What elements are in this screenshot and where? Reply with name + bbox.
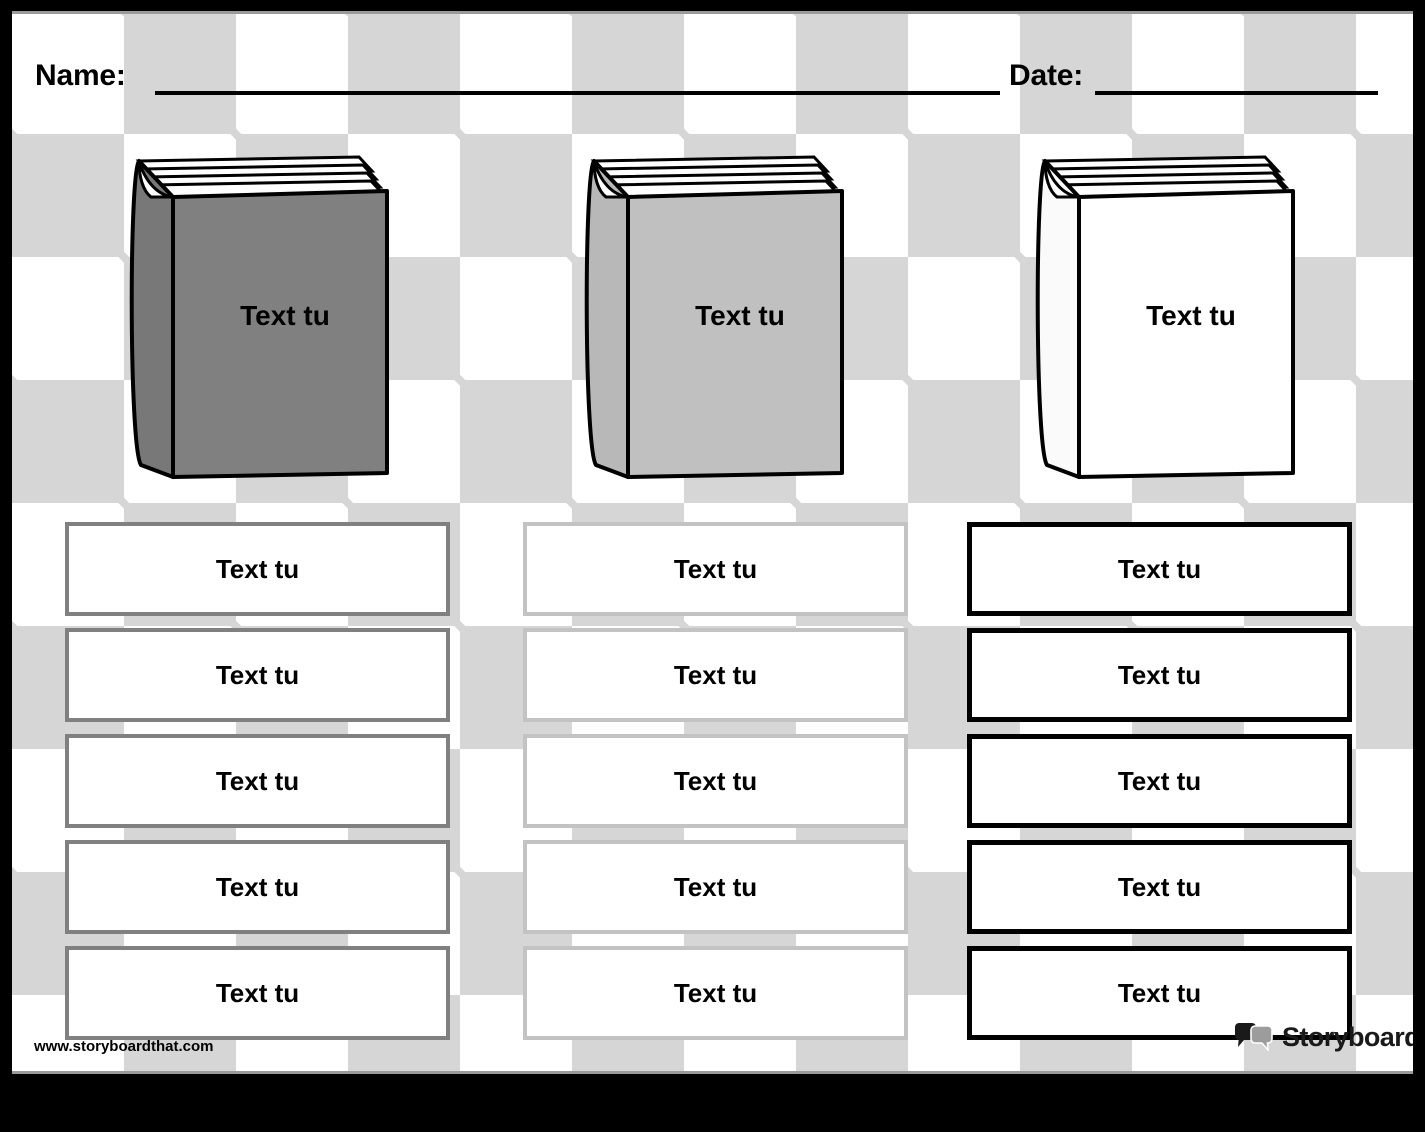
text-box[interactable]: Text tu [523,946,908,1040]
text-box[interactable]: Text tu [967,628,1352,722]
logo-word-storyboard: Storyboard [1282,1021,1413,1052]
book-icon [1035,155,1295,479]
storyboardthat-logo[interactable]: StoryboardThat [1234,1019,1413,1055]
date-label: Date: [1009,59,1084,92]
text-box[interactable]: Text tu [65,734,450,828]
name-label: Name: [35,59,126,92]
name-write-line[interactable] [155,91,1000,95]
date-write-line[interactable] [1095,91,1378,95]
text-box[interactable]: Text tu [967,734,1352,828]
book-illustration-1[interactable]: Text tu [125,151,389,481]
text-box[interactable]: Text tu [967,840,1352,934]
worksheet-canvas: Name: Date: Text tu [12,11,1413,1074]
text-box[interactable]: Text tu [65,946,450,1040]
text-box[interactable]: Text tu [967,522,1352,616]
site-url-text: www.storyboardthat.com [34,1038,214,1055]
text-box[interactable]: Text tu [967,946,1352,1040]
book-illustration-2[interactable]: Text tu [580,151,844,481]
text-box[interactable]: Text tu [65,628,450,722]
book-icon [129,155,389,479]
text-box[interactable]: Text tu [523,522,908,616]
text-box[interactable]: Text tu [65,840,450,934]
book-illustration-3[interactable]: Text tu [1031,151,1295,481]
speech-bubbles-icon [1234,1023,1274,1053]
text-box[interactable]: Text tu [65,522,450,616]
book-icon [584,155,844,479]
text-box[interactable]: Text tu [523,628,908,722]
text-box[interactable]: Text tu [523,840,908,934]
logo-wordmark: StoryboardThat [1282,1022,1413,1053]
text-box[interactable]: Text tu [523,734,908,828]
